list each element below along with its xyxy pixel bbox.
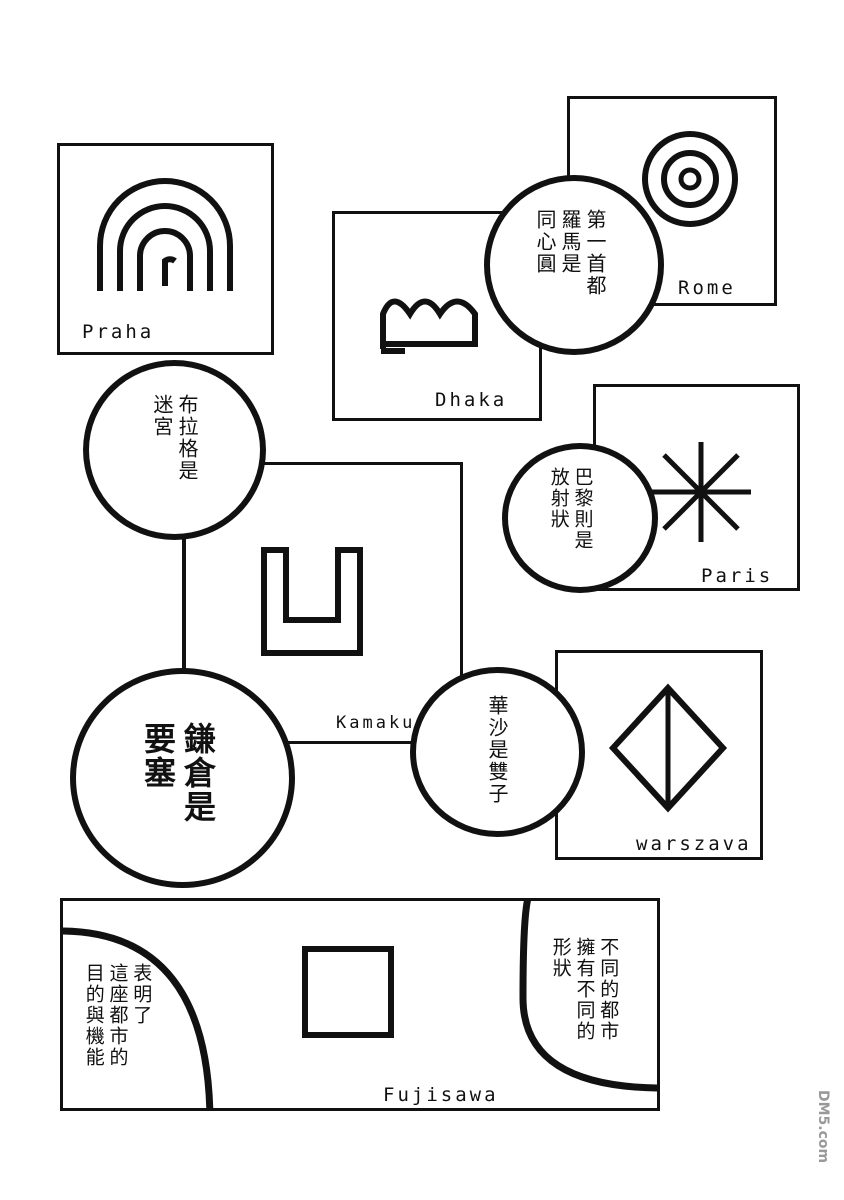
concentric-circles-icon [642,131,738,227]
caption-kamakura: 鎌倉是 要塞 [139,722,217,824]
panel-warszava: warszava [555,650,763,860]
caption-paris: 巴黎則是 放射狀 [547,467,594,551]
fortress-icon [261,547,363,656]
city-label-kamakura: Kamaku [336,713,416,733]
watermark-logo: DM5.com [815,1090,831,1164]
radial-star-icon [651,442,751,542]
quarter-arc-left [63,927,214,1108]
caption-praha: 布拉格是 迷宮 [150,394,199,482]
city-label-dhaka: Dhaka [435,389,508,411]
caption-bubble-rome: 第一首都 羅馬是 同心圓 [484,175,664,355]
city-label-rome: Rome [678,277,736,299]
caption-bubble-paris: 巴黎則是 放射狀 [502,443,658,593]
crown-icon [380,298,478,354]
city-label-praha: Praha [82,321,155,343]
city-label-paris: Paris [701,565,774,587]
arch-spiral-icon [97,178,233,291]
narration-right: 不同的都市 擁有不同的 形狀 [549,937,620,1042]
caption-warszava: 華沙是雙子 [485,695,509,805]
city-label-warszava: warszava [636,833,752,855]
diamond-icon [608,683,728,813]
panel-fujisawa: Fujisawa 表明了 這座都市的 目的與機能 不同的都市 擁有不同的 形狀 [60,898,660,1111]
caption-bubble-warszava: 華沙是雙子 [410,667,585,837]
panel-praha: Praha [57,143,274,355]
city-label-fujisawa: Fujisawa [383,1084,499,1106]
caption-bubble-kamakura: 鎌倉是 要塞 [70,668,295,888]
square-icon [302,946,394,1038]
narration-left: 表明了 這座都市的 目的與機能 [82,963,153,1068]
caption-bubble-praha: 布拉格是 迷宮 [83,360,266,540]
quarter-arc-right [519,901,657,1092]
caption-rome: 第一首都 羅馬是 同心圓 [533,209,607,297]
